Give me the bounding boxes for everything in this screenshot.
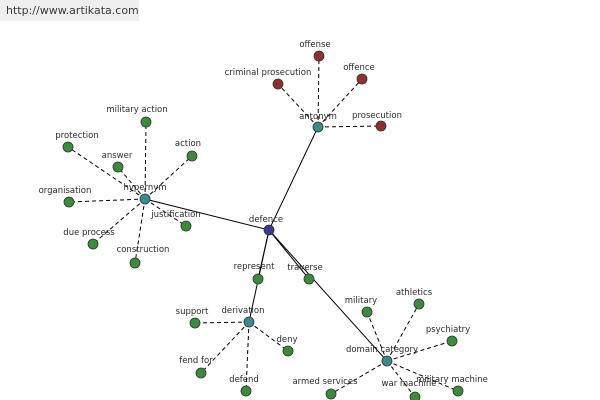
label-hypernym[interactable]: hypernym: [123, 183, 166, 193]
label-justification[interactable]: justification: [150, 210, 200, 220]
edge-antonym-to-offence: [317, 78, 363, 128]
node-answer[interactable]: [112, 161, 124, 173]
label-represent[interactable]: represent: [234, 262, 276, 272]
edge-hypernym-to-construction: [134, 198, 146, 264]
label-antonym[interactable]: antonym: [299, 112, 337, 122]
edge-hypernym-to-action: [144, 155, 193, 200]
edge-derivation-to-defend: [245, 321, 250, 392]
label-domain-category[interactable]: domain category: [346, 345, 418, 355]
label-construction[interactable]: construction: [117, 245, 170, 255]
node-psychiatry[interactable]: [446, 335, 458, 347]
node-domain-category[interactable]: [381, 355, 393, 367]
edge-domain-category-to-psychiatry: [386, 340, 453, 362]
label-deny[interactable]: deny: [276, 335, 297, 345]
site-url[interactable]: http://www.artikata.com: [0, 0, 139, 21]
edge-hypernym-to-organisation: [68, 198, 146, 203]
node-prosecution[interactable]: [375, 120, 387, 132]
label-military[interactable]: military: [345, 296, 377, 306]
label-support[interactable]: support: [176, 307, 209, 317]
label-due-process[interactable]: due process: [63, 228, 115, 238]
edge-center-to-domain-category: [268, 229, 388, 362]
node-due-process[interactable]: [87, 238, 99, 250]
label-psychiatry[interactable]: psychiatry: [426, 325, 470, 335]
edge-domain-category-to-athletics: [386, 303, 420, 362]
node-antonym[interactable]: [312, 121, 324, 133]
node-criminal-prosecution[interactable]: [272, 78, 284, 90]
edge-hypernym-to-justification: [144, 198, 187, 227]
label-armed-services[interactable]: armed services: [292, 377, 358, 387]
node-military-action[interactable]: [140, 116, 152, 128]
edge-hypernym-to-due-process: [92, 198, 146, 245]
node-center-defence[interactable]: [263, 224, 275, 236]
label-action[interactable]: action: [175, 139, 201, 149]
edge-antonym-to-prosecution: [317, 125, 382, 128]
label-derivation[interactable]: derivation: [221, 306, 264, 316]
node-traverse[interactable]: [303, 273, 315, 285]
node-action[interactable]: [186, 150, 198, 162]
node-justification[interactable]: [180, 220, 192, 232]
label-war-machine[interactable]: war machine: [382, 379, 437, 389]
graph-labels: hypernym military action protection action a…: [39, 40, 488, 389]
node-derivation[interactable]: [243, 316, 255, 328]
node-armed-services[interactable]: [325, 388, 337, 400]
label-offense[interactable]: offense: [299, 40, 330, 50]
node-war-machine[interactable]: [409, 391, 421, 400]
label-protection[interactable]: protection: [55, 131, 98, 141]
label-prosecution[interactable]: prosecution: [352, 111, 402, 121]
node-protection[interactable]: [62, 141, 74, 153]
graph-nodes: [62, 50, 464, 400]
edge-domain-category-to-military-machine: [386, 360, 459, 392]
node-defend[interactable]: [240, 385, 252, 397]
edge-derivation-to-fend-for: [200, 321, 250, 374]
label-fend-for[interactable]: fend for: [179, 356, 213, 366]
label-organisation[interactable]: organisation: [39, 186, 92, 196]
edge-center-to-traverse: [268, 229, 310, 280]
node-military-machine[interactable]: [452, 385, 464, 397]
edge-domain-category-to-armed-services: [330, 360, 388, 395]
node-organisation[interactable]: [63, 196, 75, 208]
label-criminal-prosecution[interactable]: criminal prosecution: [225, 68, 312, 78]
label-answer[interactable]: answer: [102, 151, 133, 161]
edge-antonym-to-criminal-prosecution: [277, 83, 319, 128]
label-military-machine[interactable]: military machine: [416, 375, 488, 385]
node-offence[interactable]: [356, 73, 368, 85]
node-construction[interactable]: [129, 257, 141, 269]
label-defend[interactable]: defend: [229, 375, 259, 385]
edge-derivation-to-support: [194, 321, 250, 324]
edge-derivation-to-deny: [248, 321, 289, 352]
edge-domain-category-to-war-machine: [386, 360, 416, 398]
node-offense[interactable]: [313, 50, 325, 62]
edge-hypernym-to-military-action: [144, 121, 147, 200]
node-military[interactable]: [361, 306, 373, 318]
node-deny[interactable]: [282, 345, 294, 357]
node-fend-for[interactable]: [195, 367, 207, 379]
label-center-defence[interactable]: defence: [249, 215, 283, 225]
edge-center-to-antonym: [268, 126, 319, 231]
label-offence[interactable]: offence: [343, 63, 375, 73]
node-hypernym[interactable]: [139, 193, 151, 205]
edge-center-to-hypernym: [144, 198, 270, 231]
node-athletics[interactable]: [413, 298, 425, 310]
edge-center-to-represent: [257, 229, 270, 280]
node-support[interactable]: [189, 317, 201, 329]
label-military-action[interactable]: military action: [106, 105, 167, 115]
label-athletics[interactable]: athletics: [396, 288, 433, 298]
edge-hypernym-to-protection: [67, 146, 146, 200]
label-traverse[interactable]: traverse: [287, 263, 322, 273]
node-represent[interactable]: [252, 273, 264, 285]
edge-antonym-to-offense: [317, 55, 320, 128]
edge-domain-category-to-military: [366, 311, 388, 362]
